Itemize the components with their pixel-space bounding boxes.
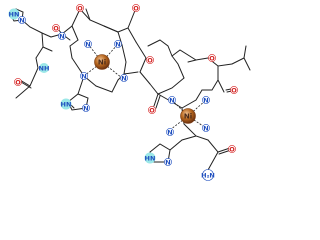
metal-label: Ni — [98, 59, 106, 67]
nitrogen-atom-label: N — [167, 128, 172, 136]
nitrogen-atom-label: N — [83, 104, 88, 112]
nitrogen-atom-label: N — [59, 32, 64, 40]
oxygen-atom-label: O — [53, 24, 59, 32]
imidazole-nh-label: HN — [145, 154, 156, 162]
imidazole-nh-label: HN — [61, 100, 72, 108]
oxygen-atom-label: O — [15, 78, 21, 86]
nh-labels: HN NH HN HN — [9, 10, 156, 162]
bond-skeleton — [9, 7, 251, 171]
oxygen-atom-label: O — [209, 54, 215, 62]
metal-sphere-icon — [180, 108, 196, 124]
oxygen-atom-label: O — [77, 4, 83, 12]
nitrogen-labels: N N N N N N N N N N N N — [19, 16, 208, 166]
oxygen-atom-label: O — [229, 145, 235, 153]
oxygen-labels: O O O O O O O O O — [15, 4, 237, 153]
terminal-amine-label: H₂N — [201, 171, 215, 179]
imidazole-nh-label: HN — [9, 10, 20, 18]
nitrogen-atom-label: N — [85, 40, 90, 48]
amide-nh-label: NH — [39, 64, 50, 72]
nh-highlights — [8, 8, 156, 164]
nitrogen-atom-label: N — [121, 74, 126, 82]
metal-center-upper: Ni — [94, 54, 110, 70]
metal-label: Ni — [184, 113, 192, 121]
n-atom-backgrounds — [18, 16, 210, 166]
metal-center-lower: Ni — [180, 108, 196, 124]
nitrogen-atom-label: N — [203, 96, 208, 104]
nitrogen-atom-label: N — [165, 158, 170, 166]
metal-sphere-icon — [94, 54, 110, 70]
amine-label-group: H₂N — [201, 169, 215, 181]
o-atom-backgrounds — [14, 4, 238, 153]
nitrogen-atom-label: N — [115, 40, 120, 48]
oxygen-atom-label: O — [149, 106, 155, 114]
nitrogen-atom-label: N — [19, 16, 24, 24]
nitrogen-atom-label: N — [81, 72, 86, 80]
oxygen-atom-label: O — [147, 56, 153, 64]
nitrogen-atom-label: N — [169, 96, 174, 104]
nitrogen-atom-label: N — [203, 124, 208, 132]
oxygen-atom-label: O — [133, 4, 139, 12]
oxygen-atom-label: O — [231, 86, 237, 94]
molecule-diagram: N N N N N N N N N N N N HN NH HN HN O O … — [8, 4, 251, 181]
